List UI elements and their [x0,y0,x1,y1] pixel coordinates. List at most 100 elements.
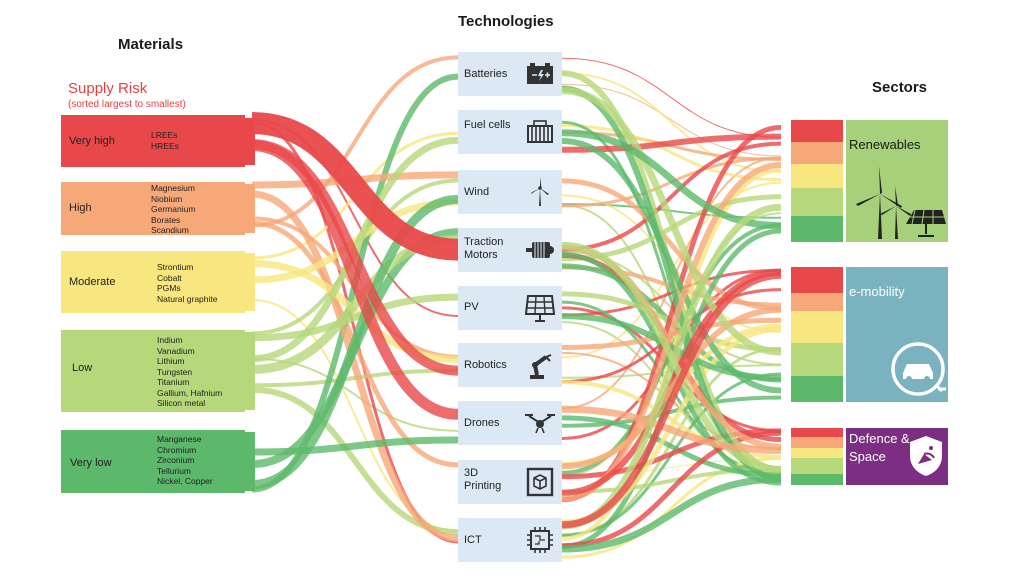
tech-label: PV [464,301,479,313]
tech-label: Fuel cells [464,119,511,131]
material-list: Strontium Cobalt PGMs Natural graphite [157,262,217,304]
material-item: Lithium [157,356,185,366]
drone-icon [525,414,555,434]
tech-label: Traction Motors [464,236,504,261]
flow-links [245,55,782,559]
flow-link [251,190,459,543]
flow-link [561,313,782,382]
tech-box-ict: ICT [458,518,562,562]
stack-segment [791,142,843,164]
stack-segment [791,311,843,343]
flow-link [561,395,782,428]
chip-icon [527,527,553,553]
material-item: HREEs [151,140,179,151]
stack-segment [791,293,843,311]
flow-link [251,198,459,284]
material-item: Vanadium [157,345,195,356]
tech-box-batteries: Batteries [458,52,562,96]
sector-label: Renewables [849,137,921,152]
risk-connector [245,432,255,491]
sectors-heading: Sectors [872,79,928,96]
risk-connector [245,184,255,233]
tech-box-robotics: Robotics [458,343,562,387]
material-item: Borates [151,214,181,225]
stack-segment [791,448,843,458]
material-list: Indium Vanadium Lithium Tungsten Titaniu… [157,335,222,409]
tech-label: Wind [464,186,490,198]
risk-connector [245,332,255,410]
materials-heading: Materials [118,36,184,53]
flow-link [251,55,459,228]
stack-segment [791,458,843,474]
material-item: Titanium [157,377,190,387]
flow-link [251,293,459,342]
material-item: Manganese [157,434,202,444]
material-item: Chromium [157,444,197,455]
risk-connector [245,118,255,165]
material-item: Germanium [151,204,196,214]
material-item: Scandium [151,225,189,235]
material-list: Magnesium Niobium Germanium Borates Scan… [151,183,195,236]
supply-risk-subtitle: (sorted largest to smallest) [68,99,186,110]
stack-segment [791,376,843,402]
tech-box-fuel-cells: Fuel cells [458,110,562,154]
tech-label: Robotics [464,359,507,371]
stack-segment [791,343,843,376]
risk-label: Very high [69,135,115,147]
risk-label: Moderate [69,276,116,288]
sector-box-emobility: e-mobility [846,267,948,402]
fuel-cell-icon [527,120,553,143]
flow-link [561,306,782,470]
material-item: Tellurium [157,465,192,476]
technologies-heading: Technologies [458,13,554,30]
risk-label: Very low [70,457,112,469]
material-item: Niobium [151,193,183,204]
flow-link [561,178,782,312]
sector-label: Defence & Space [849,431,910,464]
material-item: Strontium [157,262,194,272]
stack-segment [791,267,843,293]
material-item: Natural graphite [157,293,218,304]
risk-block-low: Low Indium Vanadium Lithium Tungsten Tit… [61,330,245,412]
stack-segment [791,216,843,242]
stack-segment [791,188,843,216]
sector-box-defence-space: Defence & Space [846,428,948,485]
material-list: Manganese Chromium Zirconium Tellurium N… [157,434,213,487]
flow-link [561,475,782,553]
risk-block-very-high: Very high LREEs HREEs [61,115,245,167]
sector-label: e-mobility [849,284,905,299]
tech-box-traction-motors: Traction Motors [458,228,562,272]
electric-car-icon [891,342,946,396]
stack-segment [791,474,843,485]
tech-label: Batteries [464,68,508,80]
tech-box-3d-printing: 3D Printing [458,460,562,504]
supply-risk-title: Supply Risk [68,80,148,97]
material-item: Silicon metal [157,398,206,408]
renewables-icon [856,166,946,239]
flow-link [561,57,782,138]
flow-link [561,87,782,356]
risk-block-high: High Magnesium Niobium Germanium Borates… [61,182,245,235]
3d-printer-icon [526,467,554,497]
motor-icon [526,242,554,258]
material-list: LREEs HREEs [151,130,179,151]
tech-box-wind: Wind [458,170,562,214]
solar-panel-icon [524,295,556,322]
tech-box-drones: Drones [458,401,562,445]
tech-label: 3D Printing [464,467,502,492]
satellite-shield-icon [910,436,942,476]
robot-arm-icon [530,354,552,379]
material-item: Magnesium [151,183,195,193]
material-item: LREEs [151,130,178,140]
flow-link [561,428,782,480]
material-item: Nickel, Copper [157,476,213,486]
material-item: Tungsten [157,366,193,377]
tech-label: Drones [464,417,500,429]
wind-turbine-icon [531,177,549,206]
material-item: Zirconium [157,455,195,465]
material-item: Gallium, Hafnium [157,387,223,398]
flow-link [251,112,459,261]
flow-link [251,194,459,490]
stack-segment [791,428,843,437]
